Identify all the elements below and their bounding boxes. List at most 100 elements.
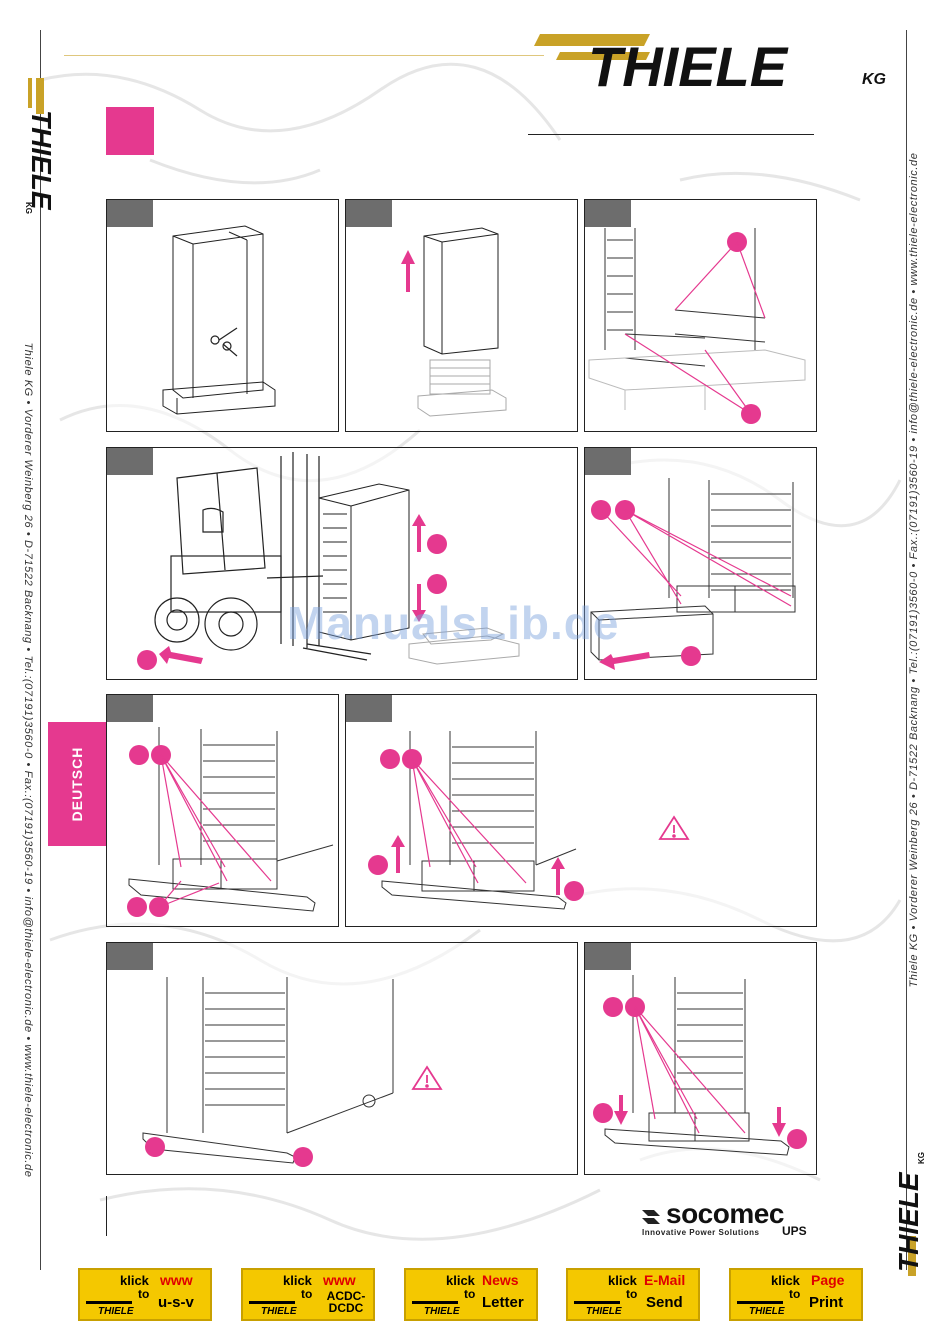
socomec-tagline: Innovative Power Solutions — [642, 1228, 760, 1237]
arrow-left-icon — [159, 646, 203, 664]
button-top-label: News — [482, 1272, 519, 1288]
to-label: to — [789, 1287, 801, 1301]
warning-icon — [411, 1065, 443, 1090]
button-top-label: Page — [811, 1272, 845, 1288]
forklift-illustration — [137, 452, 520, 670]
step-number-tab — [346, 200, 392, 227]
step-panel-4 — [106, 447, 578, 680]
brand-bar — [86, 1301, 132, 1304]
arrow-up-icon — [412, 514, 426, 552]
callout-marker — [293, 1147, 313, 1167]
watermark: ManualsLib.de — [287, 597, 620, 649]
remove-ramp-illustration — [593, 975, 807, 1156]
klick-label: klick — [120, 1273, 149, 1288]
klick-label: klick — [771, 1273, 800, 1288]
raise-ramp-illustration — [368, 731, 690, 910]
unpack-illustration — [162, 225, 276, 415]
callout-marker — [593, 1103, 613, 1123]
attach-ramp-illustration — [127, 727, 334, 917]
step-panel-5 — [584, 447, 817, 680]
frame-line-left — [40, 30, 41, 1270]
callout-marker — [127, 897, 147, 917]
step-number-tab — [585, 943, 631, 970]
button-bottom-label: Print — [809, 1294, 844, 1311]
step-panel-8 — [106, 942, 578, 1175]
footer-button-newsletter[interactable]: klick News to Letter THIELE — [404, 1268, 538, 1321]
title-rule — [528, 134, 814, 135]
arrow-up-icon — [401, 250, 415, 292]
button-top-label: www — [323, 1272, 356, 1288]
to-label: to — [626, 1287, 638, 1301]
to-label: to — [464, 1287, 476, 1301]
callout-marker — [145, 1137, 165, 1157]
brand-mini: THIELE — [98, 1306, 134, 1317]
footer-button-usv[interactable]: klick www to u-s-v THIELE — [78, 1268, 212, 1321]
step-panel-9 — [584, 942, 817, 1175]
step-panel-2 — [345, 199, 578, 432]
arrow-up-icon — [391, 835, 405, 873]
callout-marker — [380, 749, 400, 769]
to-label: to — [138, 1287, 150, 1301]
frame-line-right — [906, 30, 907, 1270]
brand-bar — [574, 1301, 620, 1304]
button-bottom-label: ACDC-DCDC — [326, 1289, 366, 1315]
arrow-left-icon — [599, 652, 650, 670]
brand-name-left: THIELE — [26, 110, 54, 211]
brand-name-right: THIELE — [896, 1171, 924, 1272]
language-tab: DEUTSCH — [48, 722, 106, 846]
step-number-tab — [107, 943, 153, 970]
klick-label: klick — [283, 1273, 312, 1288]
callout-marker — [137, 650, 157, 670]
footer-button-email[interactable]: klick E-Mail to Send THIELE — [566, 1268, 700, 1321]
arrow-down-icon — [614, 1095, 628, 1125]
step-panel-3 — [584, 199, 817, 432]
step-panel-6 — [106, 694, 339, 927]
remove-brackets-illustration — [588, 228, 806, 424]
step-panel-7 — [345, 694, 817, 927]
arrow-down-icon — [772, 1107, 786, 1137]
roll-off-illustration — [142, 977, 443, 1167]
bottom-divider — [106, 1196, 107, 1236]
callout-marker — [427, 574, 447, 594]
callout-marker — [787, 1129, 807, 1149]
socomec-mark-icon — [642, 1210, 660, 1224]
step-number-tab — [585, 448, 631, 475]
callout-marker — [603, 997, 623, 1017]
socomec-logo: socomec Innovative Power Solutions UPS — [640, 1198, 818, 1244]
side-contact-right: Thiele KG • Vorderer Weinberg 26 • D-715… — [908, 152, 920, 988]
brand-bar — [737, 1301, 783, 1304]
callout-marker — [129, 745, 149, 765]
brand-bar — [249, 1301, 295, 1304]
arrow-down-icon — [412, 584, 426, 622]
brand-mini: THIELE — [586, 1306, 622, 1317]
scissors-icon — [210, 327, 238, 357]
side-contact-left: Thiele KG • Vorderer Weinberg 26 • D-715… — [22, 342, 34, 1178]
thiele-logo-vertical-right: THIELE KG — [896, 1152, 926, 1276]
warning-icon — [658, 815, 690, 840]
brand-mini: THIELE — [424, 1306, 460, 1317]
button-top-label: www — [160, 1272, 193, 1288]
header-rule — [64, 55, 544, 56]
step-number-tab — [585, 200, 631, 227]
thiele-logo: THIELE KG — [534, 34, 886, 92]
footer-button-print[interactable]: klick Page to Print THIELE — [729, 1268, 863, 1321]
lift-carton-illustration — [401, 227, 507, 417]
brand-name: THIELE — [588, 35, 789, 92]
callout-marker — [368, 855, 388, 875]
klick-label: klick — [608, 1273, 637, 1288]
remove-bracket-screws-illustration — [590, 478, 796, 670]
arrow-up-icon — [551, 857, 565, 895]
section-marker — [106, 107, 154, 155]
klick-label: klick — [446, 1273, 475, 1288]
button-bottom-label: Letter — [482, 1294, 524, 1311]
brand-suffix-right: KG — [917, 1152, 926, 1164]
brand-suffix-left: KG — [24, 202, 33, 214]
button-bottom-label: Send — [646, 1294, 683, 1311]
thiele-logo-vertical-left: THIELE KG — [24, 78, 54, 214]
brand-mini: THIELE — [261, 1306, 297, 1317]
step-panel-1 — [106, 199, 339, 432]
footer-button-acdc[interactable]: klick www to ACDC-DCDC THIELE — [241, 1268, 375, 1321]
socomec-ups: UPS — [782, 1224, 807, 1238]
callout-marker — [564, 881, 584, 901]
callout-marker — [681, 646, 701, 666]
